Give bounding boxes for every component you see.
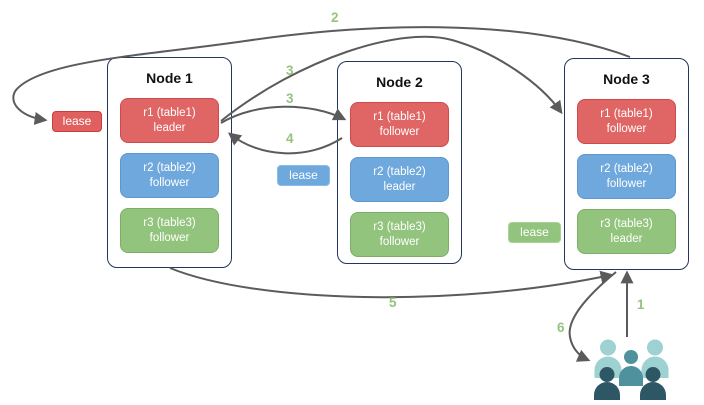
arrow-step-3-to-node2	[220, 105, 347, 124]
replica-role: follower	[149, 176, 190, 189]
replica-role: leader	[610, 232, 643, 245]
node-1-replica-r3: r3 (table3) follower	[120, 208, 219, 253]
arrow-step-5	[169, 267, 614, 299]
step-label-1: 1	[637, 297, 645, 312]
lease-badge-table2: lease	[277, 165, 330, 186]
node-2: Node 2 r1 (table1) follower r2 (table2) …	[337, 61, 462, 264]
replica-role: leader	[383, 180, 416, 193]
replica-role: follower	[606, 122, 647, 135]
replica-name: r1 (table1)	[143, 106, 196, 119]
user-figure-light-left	[594, 339, 622, 378]
step-label-5: 5	[389, 295, 397, 310]
replica-name: r1 (table1)	[373, 110, 426, 123]
replica-name: r3 (table3)	[143, 216, 196, 229]
lease-badge-table3: lease	[508, 222, 561, 243]
step-label-6: 6	[557, 320, 565, 335]
step-label-4: 4	[286, 131, 294, 146]
node-2-replica-r3: r3 (table3) follower	[350, 212, 449, 257]
arrow-step-6	[568, 271, 617, 362]
replica-name: r3 (table3)	[600, 217, 653, 230]
node-1: Node 1 r1 (table1) leader r2 (table2) fo…	[107, 57, 232, 268]
arrow-step-2	[12, 26, 631, 125]
node-2-replica-r2: r2 (table2) leader	[350, 157, 449, 202]
node-1-replica-r1: r1 (table1) leader	[120, 98, 219, 143]
node-2-replica-r1: r1 (table1) follower	[350, 102, 449, 147]
step-label-3-to-node2: 3	[286, 91, 294, 106]
node-3-replica-r2: r2 (table2) follower	[577, 154, 676, 199]
step-label-3-to-node3: 3	[286, 63, 294, 78]
replica-role: leader	[153, 121, 186, 134]
replica-role: follower	[149, 231, 190, 244]
replica-role: follower	[379, 125, 420, 138]
replica-name: r3 (table3)	[373, 220, 426, 233]
step-label-2: 2	[331, 10, 339, 25]
node-1-title: Node 1	[146, 70, 193, 86]
user-figure-light-right	[641, 339, 669, 378]
node-2-title: Node 2	[376, 74, 423, 90]
replica-name: r2 (table2)	[373, 165, 426, 178]
user-figure-dark-right	[640, 367, 666, 400]
node-3-replica-r3: r3 (table3) leader	[577, 209, 676, 254]
replica-name: r1 (table1)	[600, 107, 653, 120]
replica-role: follower	[606, 177, 647, 190]
user-figure-medium-center	[619, 350, 643, 386]
node-3: Node 3 r1 (table1) follower r2 (table2) …	[564, 58, 689, 270]
node-3-replica-r1: r1 (table1) follower	[577, 99, 676, 144]
replica-name: r2 (table2)	[600, 162, 653, 175]
user-figure-dark-left	[594, 367, 620, 400]
replica-name: r2 (table2)	[143, 161, 196, 174]
node-1-replica-r2: r2 (table2) follower	[120, 153, 219, 198]
replica-role: follower	[379, 235, 420, 248]
users-group-icon	[594, 339, 669, 400]
node-3-title: Node 3	[603, 71, 650, 87]
lease-badge-table1: lease	[52, 111, 102, 132]
